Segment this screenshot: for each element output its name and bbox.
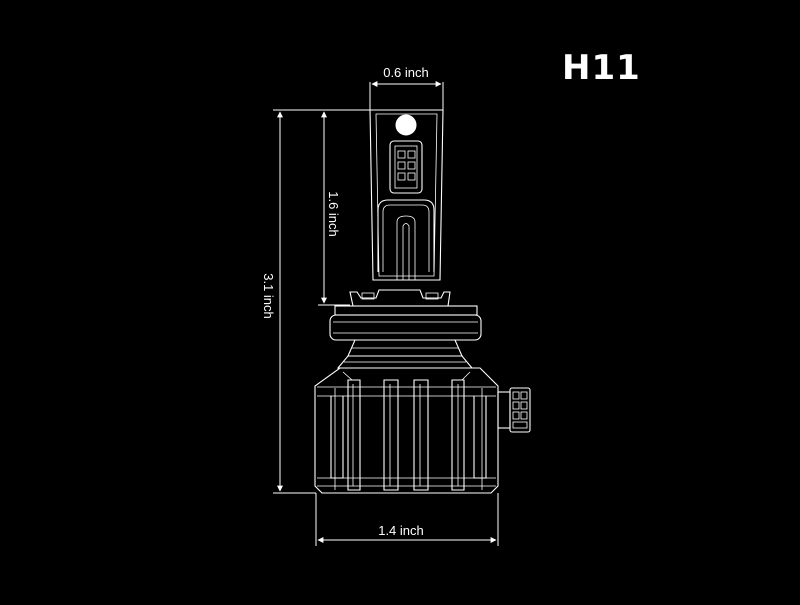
led-height-label: 1.6 inch xyxy=(326,191,341,237)
lock-ring xyxy=(329,289,482,341)
dimension-base-width: 1.4 inch xyxy=(315,493,499,546)
heat-sink xyxy=(314,367,499,494)
base-width-label: 1.4 inch xyxy=(378,523,424,538)
dimension-led-height: 1.6 inch xyxy=(318,109,370,306)
dimension-total-height: 3.1 inch xyxy=(261,109,318,494)
bulb-model-title: H11 xyxy=(562,48,641,88)
led-shaft xyxy=(369,109,444,281)
led-chip-round xyxy=(395,114,417,136)
led-chip-grid xyxy=(389,140,423,194)
total-height-label: 3.1 inch xyxy=(261,273,276,319)
top-width-label: 0.6 inch xyxy=(383,65,429,80)
neck xyxy=(336,339,474,369)
connector xyxy=(497,387,531,433)
dimension-top-width: 0.6 inch xyxy=(369,65,444,110)
